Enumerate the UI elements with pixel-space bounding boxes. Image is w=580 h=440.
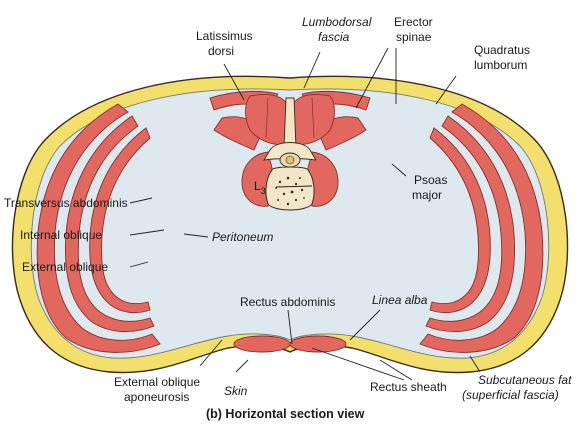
spinal-cord: [285, 155, 295, 165]
fascia-layer: [30, 88, 550, 359]
labels: Latissimus dorsi Lumbodorsal fascia Erec…: [4, 15, 572, 421]
label-lumbodorsal-fascia-2: fascia: [318, 30, 350, 44]
label-transversus-abdominis: Transversus abdominis: [4, 196, 128, 210]
leader-lines: [129, 47, 481, 381]
label-external-oblique: External oblique: [22, 260, 108, 274]
rectus-abdominis-right: [289, 335, 347, 353]
l3-vertebral-arch: [263, 142, 317, 161]
label-subcutaneous-fat: Subcutaneous fat: [478, 373, 572, 387]
label-quadratus-lumborum-2: lumborum: [474, 58, 527, 72]
label-latissimus-dorsi-2: dorsi: [208, 44, 234, 58]
label-rectus-abdominis: Rectus abdominis: [240, 295, 335, 309]
label-erector-spinae-2: spinae: [396, 30, 432, 44]
external-oblique-muscle-right: [419, 103, 544, 353]
psoas-major-left: [241, 151, 273, 207]
label-subcutaneous-fat-2: (superficial fascia): [462, 388, 559, 402]
rectus-abdominis-left: [233, 335, 291, 353]
label-skin: Skin: [224, 384, 248, 398]
l3-spinous-process: [283, 97, 297, 149]
transversus-abdominis-muscle-left: [89, 127, 151, 314]
internal-oblique-muscle-right: [425, 115, 515, 333]
figure-caption: (b) Horizontal section view: [206, 407, 365, 421]
label-quadratus-lumborum: Quadratus: [474, 43, 530, 57]
label-lumbodorsal-fascia: Lumbodorsal: [302, 15, 372, 29]
label-external-oblique-aponeurosis: External oblique: [114, 375, 200, 389]
l3-vertebral-body: [265, 166, 315, 211]
label-psoas-major: Psoas: [414, 173, 447, 187]
label-peritoneum: Peritoneum: [212, 230, 273, 244]
label-linea-alba: Linea alba: [372, 293, 428, 307]
l3-trabecular-pattern: [275, 176, 305, 206]
external-oblique-muscle-left: [36, 103, 161, 353]
label-l3: L3: [254, 179, 266, 196]
psoas-major-right: [307, 151, 339, 207]
transversus-abdominis-muscle-right: [429, 127, 491, 314]
label-external-oblique-aponeurosis-2: aponeurosis: [124, 390, 189, 404]
label-latissimus-dorsi: Latissimus: [196, 29, 253, 43]
label-erector-spinae: Erector: [394, 15, 433, 29]
internal-oblique-muscle-left: [65, 115, 155, 333]
label-rectus-sheath: Rectus sheath: [370, 380, 447, 394]
label-internal-oblique: Internal oblique: [20, 228, 102, 242]
label-psoas-major-2: major: [412, 188, 442, 202]
